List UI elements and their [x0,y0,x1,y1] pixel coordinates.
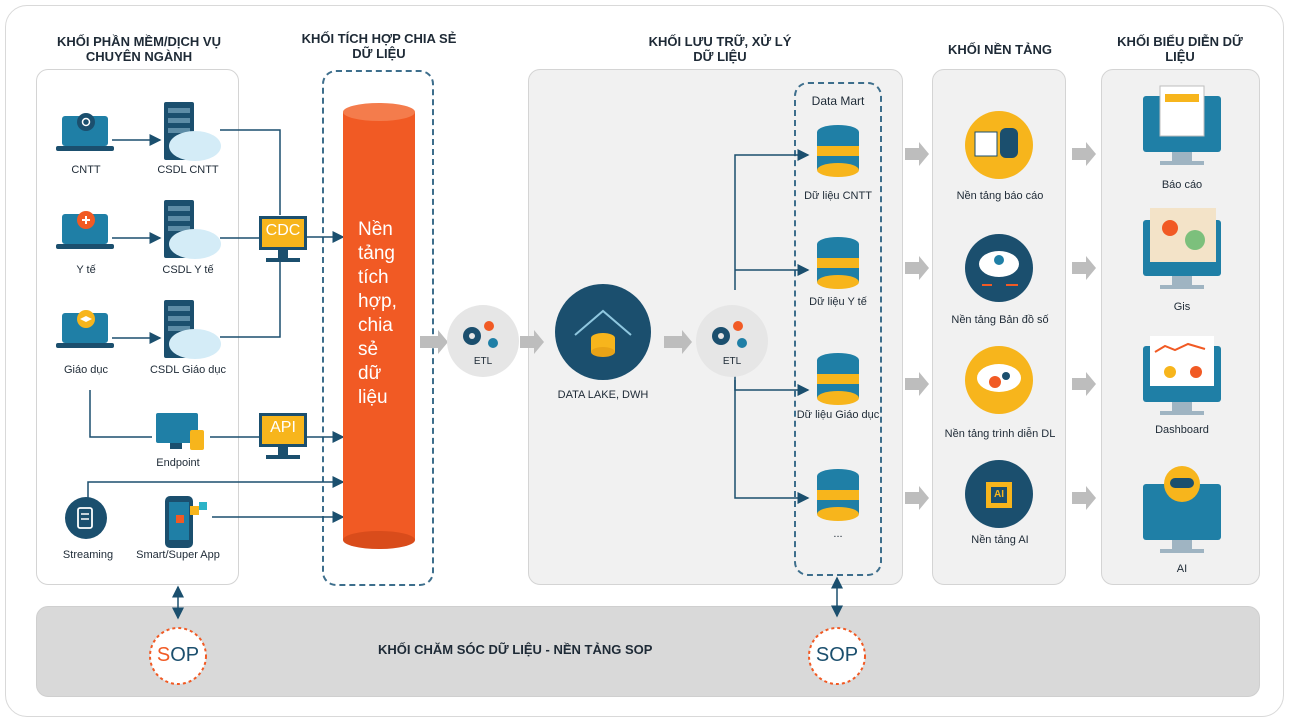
arrow-cylinder-etl [420,330,448,354]
api-label: API [270,419,296,436]
etl-label-1: ETL [473,356,493,367]
api-monitor-icon [259,413,307,459]
ai-platform-icon [965,460,1033,528]
platform-label-report: Nền tảng báo cáo [956,190,1044,202]
ai-chip-label: AI [994,489,1004,500]
source-label-yte: Y tế [76,264,96,276]
laptop-cntt-icon [56,113,114,151]
visual-label-gis: Gis [1173,301,1191,313]
data-mart-item-yte: Dữ liệu Y tế [809,296,867,308]
streaming-icon [65,497,107,539]
visual-label-ai: AI [1176,563,1188,575]
data-mart-item-more: ... [833,528,843,540]
platform-label-map: Nền tảng Bản đồ số [951,314,1049,326]
integration-platform-label: Nền tảng tích hợp, chia sẻ dữ liệu [358,219,397,408]
report-platform-icon [965,111,1033,179]
streaming-label: Streaming [62,549,114,561]
platform-label-presentation: Nền tảng trình diễn DL [944,428,1056,440]
header-platform: KHỐI NỀN TẢNG [948,42,1052,57]
source-label-giaoduc: Giáo dục [63,364,109,376]
db-label-giaoduc: CSDL Giáo dục [149,364,227,376]
cdc-monitor-icon [259,216,307,262]
visual-label-report: Báo cáo [1161,179,1203,191]
etl-label-2: ETL [722,356,742,367]
integration-cylinder-icon [343,103,415,549]
header-storage: KHỐI LƯU TRỮ, XỬ LÝ DỮ LIỆU [648,34,792,64]
etl-gears-icon-1 [447,305,519,377]
data-mart-title: Data Mart [811,94,865,108]
sop-circle-icon-2 [808,627,866,685]
outer-frame [5,5,1284,717]
server-cloud-yte-icon [164,200,221,259]
endpoint-label: Endpoint [156,457,200,469]
data-mart-dashed-box [794,82,882,576]
data-lake-icon [555,284,651,380]
report-monitor-icon [1143,85,1221,165]
sop-circle-icon-1 [149,627,207,685]
endpoint-monitor-icon [156,413,204,450]
data-mart-item-cntt: Dữ liệu CNTT [804,190,872,202]
sop-label-1: SOP [156,644,200,666]
data-mart-db-icons [817,125,859,521]
platform-label-ai: Nền tảng AI [971,534,1029,546]
smart-app-phone-icon [165,496,207,548]
data-lake-label: DATA LAKE, DWH [557,389,649,401]
laptop-giaoduc-icon [56,310,114,348]
header-visual: KHỐI BIỂU DIỄN DỮ LIỆU [1117,34,1243,64]
sop-bar-label: KHỐI CHĂM SÓC DỮ LIỆU - NỀN TẢNG SOP [378,642,653,657]
presentation-platform-icon [965,346,1033,414]
header-software: KHỐI PHẦN MỀM/DỊCH VỤ CHUYÊN NGÀNH [57,34,221,64]
visual-label-dashboard: Dashboard [1155,424,1209,436]
smart-app-label: Smart/Super App [136,549,220,561]
sop-word-1: OP [170,644,200,666]
arrow-etl-lake [520,330,544,354]
dashboard-monitor-icon [1143,336,1221,415]
integration-dashed-box [322,70,434,586]
gis-monitor-icon [1143,208,1221,289]
source-label-cntt: CNTT [71,164,101,176]
ai-robot-monitor-icon [1143,466,1221,553]
laptop-yte-icon [56,211,114,249]
db-label-yte: CSDL Y tế [162,264,214,276]
map-platform-icon [965,234,1033,302]
data-mart-item-giaoduc: Dữ liệu Giáo dục [796,409,880,421]
sop-bar [36,606,1260,697]
header-integration: KHỐI TÍCH HỢP CHIA SẺ DỮ LIỆU [301,31,457,61]
server-cloud-giaoduc-icon [164,300,221,359]
arrow-lake-etl [664,330,692,354]
sop-label-2: SOP [815,644,859,666]
server-cloud-cntt-icon [164,102,221,161]
db-label-cntt: CSDL CNTT [157,164,219,176]
etl-gears-icon-2 [696,305,768,377]
cdc-label: CDC [265,222,301,239]
